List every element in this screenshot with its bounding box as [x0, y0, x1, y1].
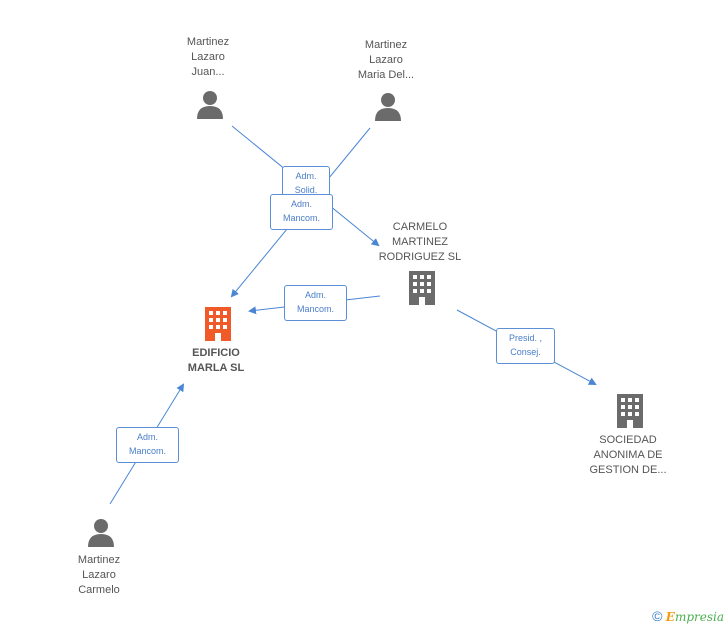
relation-label-presid-consej[interactable]: Presid. , Consej. — [496, 328, 555, 364]
node-label-sociedad-anonima-de-gestion[interactable]: SOCIEDAD ANONIMA DE GESTION DE... — [589, 434, 667, 476]
building-icon[interactable] — [406, 270, 438, 306]
copyright-icon: © — [652, 608, 663, 624]
node-label-martinez-lazaro-carmelo[interactable]: Martinez Lazaro Carmelo — [77, 554, 121, 596]
relation-label-adm-mancom[interactable]: Adm. Mancom. — [284, 285, 347, 321]
relation-label-adm-mancom[interactable]: Adm. Mancom. — [270, 194, 333, 230]
brand-logo: Empresia — [665, 610, 724, 624]
node-label-carmelo-martinez-rodriguez-sl[interactable]: CARMELO MARTINEZ RODRIGUEZ SL — [378, 221, 462, 263]
person-icon[interactable] — [87, 518, 115, 548]
node-label-edificio-marla-sl[interactable]: EDIFICIO MARLA SL — [187, 347, 245, 374]
brand-footer[interactable]: © Empresia — [652, 608, 724, 624]
node-label-martinez-lazaro-maria-del[interactable]: Martinez Lazaro Maria Del... — [357, 39, 415, 81]
relation-label-adm-mancom[interactable]: Adm. Mancom. — [116, 427, 179, 463]
building-icon[interactable] — [614, 393, 646, 429]
person-icon[interactable] — [374, 92, 402, 122]
node-label-martinez-lazaro-juan[interactable]: Martinez Lazaro Juan... — [186, 36, 230, 78]
person-icon[interactable] — [196, 90, 224, 120]
building-icon-highlighted[interactable] — [202, 306, 234, 342]
